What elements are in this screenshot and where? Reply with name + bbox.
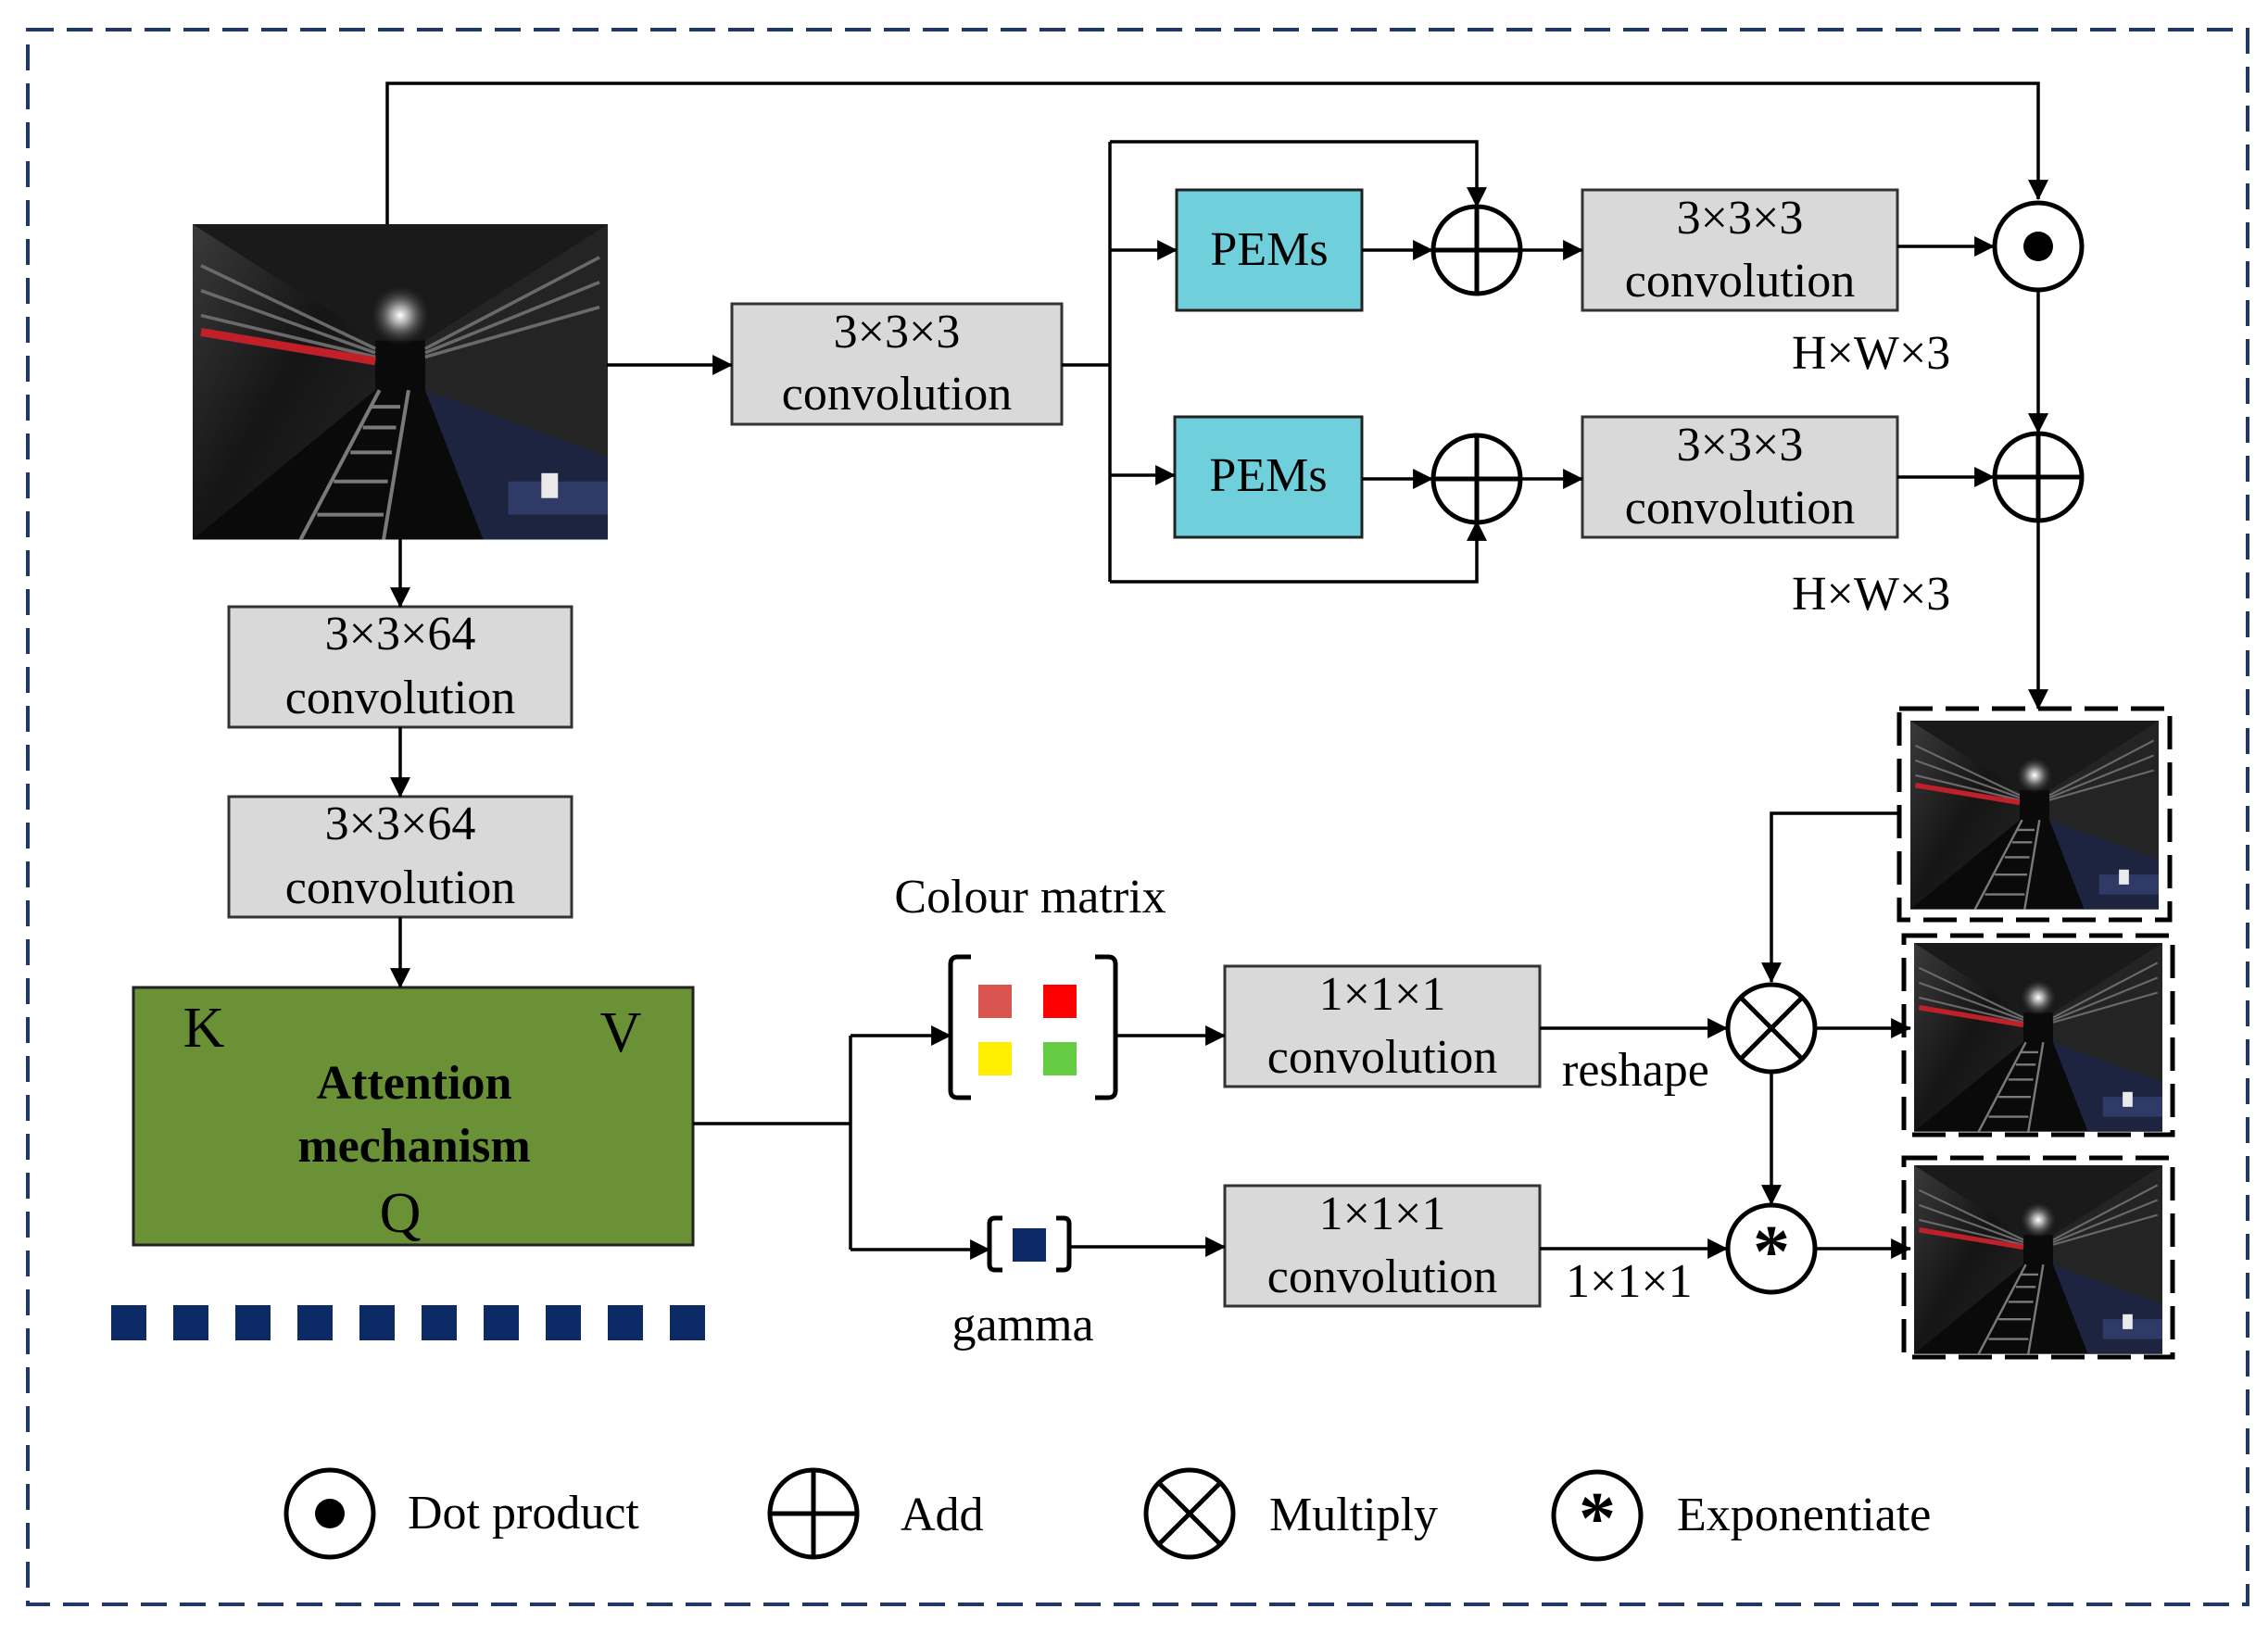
legend: Dot product Add Multiply * Exponentiate — [284, 1467, 1931, 1562]
legend-exponentiate: Exponentiate — [1677, 1489, 1931, 1541]
legend-dot-product: Dot product — [408, 1487, 639, 1540]
svg-text:*: * — [1579, 1478, 1616, 1560]
attention-title-1: Attention — [317, 1057, 512, 1110]
pems-top-box: PEMs — [1175, 188, 1364, 312]
circled-dot-icon — [284, 1467, 376, 1560]
output-image-3 — [1901, 1155, 2175, 1360]
conv-top-line1: 3×3×3 — [1677, 192, 1804, 245]
conv-mid-box: 3×3×3 convolution — [1581, 415, 1899, 539]
colour-matrix-label: Colour matrix — [894, 871, 1166, 924]
exponentiate-op: * — [1725, 1202, 1818, 1295]
token-row — [111, 1305, 705, 1340]
conv-64-b-box: 3×3×64 convolution — [227, 795, 573, 919]
attention-title-2: mechanism — [297, 1120, 530, 1173]
add-op-bottom — [1430, 433, 1523, 525]
output-image-1 — [1896, 706, 2173, 923]
colour-matrix — [948, 954, 1118, 1100]
gamma-param — [987, 1215, 1072, 1273]
input-image — [193, 224, 608, 539]
conv-top-box: 3×3×3 convolution — [1581, 188, 1899, 312]
legend-multiply: Multiply — [1269, 1489, 1438, 1541]
conv-main-line2: convolution — [782, 368, 1012, 421]
conv-colour-line1: 1×1×1 — [1319, 968, 1446, 1021]
conv-64-a-line1: 3×3×64 — [325, 608, 476, 660]
circled-times-icon — [1143, 1467, 1236, 1560]
gamma-label: gamma — [951, 1299, 1093, 1351]
conv-main-line1: 3×3×3 — [834, 306, 961, 358]
conv-main-box: 3×3×3 convolution — [730, 302, 1064, 426]
conv-64-b-line2: convolution — [285, 861, 515, 914]
attention-k: K — [183, 997, 225, 1060]
pems-bottom-label: PEMs — [1209, 449, 1327, 502]
conv-top-line2: convolution — [1625, 255, 1855, 308]
hw3-bottom-label: H×W×3 — [1792, 568, 1950, 621]
legend-add: Add — [901, 1489, 984, 1541]
output-image-2 — [1901, 933, 2175, 1138]
attention-block: K V Attention mechanism Q — [132, 986, 695, 1247]
pems-bottom-box: PEMs — [1173, 415, 1364, 539]
conv-gamma-line2: convolution — [1267, 1251, 1497, 1303]
conv-64-a-box: 3×3×64 convolution — [227, 605, 573, 729]
multiply-op — [1725, 982, 1818, 1075]
one-by-one-label: 1×1×1 — [1566, 1255, 1693, 1308]
svg-text:*: * — [1753, 1212, 1790, 1293]
circled-plus-icon — [767, 1467, 860, 1560]
reshape-label: reshape — [1562, 1044, 1709, 1097]
connections — [385, 82, 2048, 1260]
hw3-top-label: H×W×3 — [1792, 327, 1950, 380]
conv-gamma-box: 1×1×1 convolution — [1223, 1184, 1542, 1308]
conv-mid-line2: convolution — [1625, 482, 1855, 534]
conv-colour-box: 1×1×1 convolution — [1223, 964, 1542, 1088]
conv-colour-line2: convolution — [1267, 1031, 1497, 1084]
dot-product-op — [1992, 200, 2085, 293]
conv-64-b-line1: 3×3×64 — [325, 798, 476, 850]
add-op-top — [1430, 204, 1523, 296]
attention-q: Q — [380, 1182, 422, 1245]
circled-asterisk-icon: * — [1551, 1469, 1644, 1562]
conv-64-a-line2: convolution — [285, 672, 515, 724]
conv-gamma-line1: 1×1×1 — [1319, 1188, 1446, 1240]
conv-mid-line1: 3×3×3 — [1677, 419, 1804, 471]
outer-frame — [26, 28, 2249, 1606]
attention-v: V — [600, 1001, 642, 1064]
add-op-right — [1992, 431, 2085, 523]
pems-top-label: PEMs — [1210, 223, 1328, 276]
